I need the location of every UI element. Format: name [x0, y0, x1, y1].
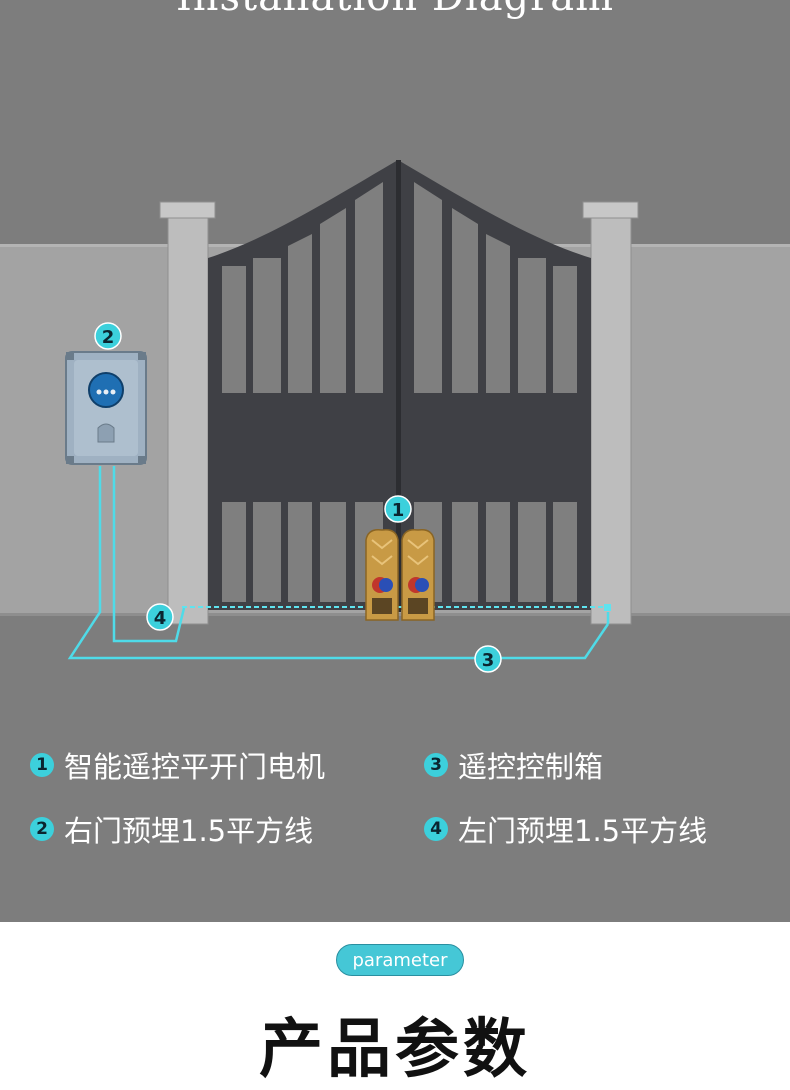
- section-title: 产品参数: [259, 1013, 531, 1087]
- legend-item-3: 3 遥控控制箱: [424, 744, 603, 786]
- legend-number: 1: [30, 753, 54, 777]
- svg-text:3: 3: [482, 650, 495, 671]
- legend-item-2: 2 右门预埋1.5平方线: [30, 808, 313, 850]
- parameter-pill: parameter: [336, 944, 464, 976]
- control-box-icon: [65, 351, 147, 465]
- callout-2: 2: [94, 322, 122, 350]
- gate-upper-panels: [222, 182, 577, 393]
- left-pillar: [159, 201, 216, 625]
- legend-text: 左门预埋1.5平方线: [458, 814, 708, 848]
- callout-1: 1: [384, 495, 412, 523]
- callout-3: 3: [474, 645, 502, 673]
- right-pillar: [582, 201, 639, 625]
- svg-text:2: 2: [102, 327, 115, 348]
- legend-number: 2: [30, 817, 54, 841]
- legend-number: 3: [424, 753, 448, 777]
- svg-text:1: 1: [392, 500, 405, 521]
- wiring-lines: [67, 466, 610, 660]
- legend-text: 右门预埋1.5平方线: [64, 814, 314, 848]
- installation-diagram: 1 2 3 4 Installation Diagram 1 智能遥控平开门电机…: [0, 0, 790, 922]
- diagram-title: Installation Diagram: [0, 0, 790, 20]
- legend-text: 遥控控制箱: [458, 750, 604, 784]
- legend-text: 智能遥控平开门电机: [64, 750, 326, 784]
- legend-item-4: 4 左门预埋1.5平方线: [424, 808, 707, 850]
- installation-scene: 1 2 3 4: [0, 160, 790, 673]
- legend-item-1: 1 智能遥控平开门电机: [30, 744, 325, 786]
- callout-4: 4: [146, 603, 174, 631]
- wire-4: [112, 466, 186, 643]
- gate: [208, 160, 591, 612]
- wire-2: [67, 466, 610, 660]
- svg-text:4: 4: [154, 608, 167, 629]
- gate-motor-icon: [365, 528, 435, 621]
- legend-number: 4: [424, 817, 448, 841]
